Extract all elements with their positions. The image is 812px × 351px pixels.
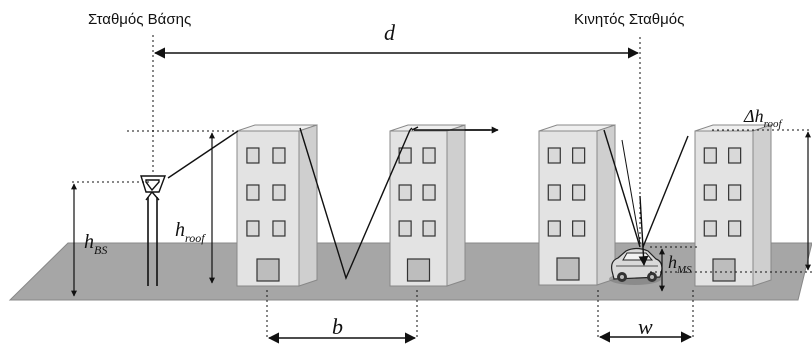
building-window [703, 147, 717, 164]
building-door [256, 258, 280, 282]
building-window [272, 184, 286, 201]
ray-arrow-mobile [638, 195, 649, 266]
building-window [272, 220, 286, 237]
building-door [556, 257, 580, 281]
base-station-label: Σταθμός Βάσης [88, 11, 191, 28]
propagation-rays [167, 126, 689, 281]
building-side [752, 124, 772, 287]
b-symbol: b [332, 314, 343, 339]
building-window [398, 220, 412, 237]
building-window [703, 220, 717, 237]
building-3 [538, 124, 616, 286]
d-symbol: d [384, 20, 396, 45]
h-roof-symbol: hroof [175, 219, 206, 245]
h-ms-symbol: hMS [668, 252, 692, 276]
building-door [406, 258, 431, 282]
building-door [712, 258, 736, 282]
building-window [246, 184, 260, 201]
building-window [547, 184, 561, 201]
car-icon [609, 247, 663, 285]
building-window [572, 147, 586, 164]
building-window [422, 147, 436, 164]
building-side [446, 124, 466, 287]
reference-lines [72, 35, 812, 340]
building-window [547, 147, 561, 164]
building-window [246, 220, 260, 237]
building-window [422, 220, 436, 237]
dimension-arrows [71, 47, 811, 344]
mobile-station-label: Κινητός Σταθμός [574, 11, 684, 28]
building-window [422, 184, 436, 201]
building-window [547, 220, 561, 237]
delta-h-roof-symbol: Δhroof [743, 106, 783, 130]
w-symbol: w [638, 314, 653, 339]
buildings-group [236, 124, 772, 287]
building-side [298, 124, 318, 287]
h-bs-symbol: hBS [84, 231, 107, 257]
building-2 [389, 124, 466, 287]
building-window [272, 147, 286, 164]
building-4 [694, 124, 772, 287]
building-window [728, 184, 742, 201]
building-window [572, 184, 586, 201]
building-side [596, 124, 616, 286]
building-1 [236, 124, 318, 287]
building-window [728, 220, 742, 237]
building-window [703, 184, 717, 201]
antenna-icon [140, 175, 167, 286]
building-window [572, 220, 586, 237]
building-window [246, 147, 260, 164]
building-window [398, 184, 412, 201]
building-window [728, 147, 742, 164]
